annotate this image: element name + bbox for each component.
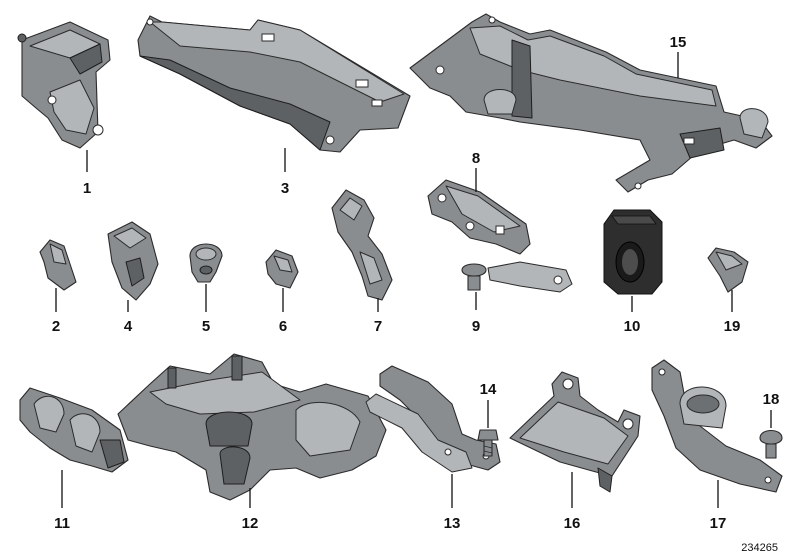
- diagram-reference-number: 234265: [741, 542, 778, 554]
- part-label-7: 7: [374, 318, 382, 335]
- part-3-bracket[interactable]: [137, 15, 411, 153]
- part-label-18: 18: [763, 391, 780, 408]
- part-label-9: 9: [472, 318, 480, 335]
- part-6-clip[interactable]: [265, 249, 299, 289]
- part-label-8: 8: [472, 150, 480, 167]
- part-2-clip[interactable]: [39, 239, 77, 291]
- part-17-strap[interactable]: [651, 359, 783, 493]
- part-label-19: 19: [724, 318, 741, 335]
- part-label-14: 14: [480, 381, 497, 398]
- part-18-screw[interactable]: [759, 429, 783, 459]
- part-5-clip[interactable]: [189, 243, 223, 283]
- part-label-13: 13: [444, 515, 461, 532]
- part-15-bracket[interactable]: [409, 13, 773, 193]
- part-11-holder[interactable]: [19, 387, 129, 473]
- part-8-bracket[interactable]: [427, 179, 531, 255]
- part-label-5: 5: [202, 318, 210, 335]
- part-13-strap[interactable]: [365, 365, 501, 473]
- part-4-clip[interactable]: [107, 221, 159, 301]
- part-label-10: 10: [624, 318, 641, 335]
- part-10-grommet[interactable]: [603, 209, 663, 295]
- part-19-clip[interactable]: [707, 247, 749, 293]
- part-label-15: 15: [670, 34, 687, 51]
- part-label-11: 11: [54, 515, 70, 532]
- part-16-bracket[interactable]: [509, 371, 641, 493]
- part-7-clip[interactable]: [331, 189, 393, 301]
- part-label-12: 12: [242, 515, 259, 532]
- part-14-bolt[interactable]: [477, 429, 499, 457]
- part-12-housing[interactable]: [117, 353, 387, 501]
- part-label-16: 16: [564, 515, 581, 532]
- part-9-strap-screw[interactable]: [461, 261, 573, 293]
- part-label-2: 2: [52, 318, 60, 335]
- part-label-4: 4: [124, 318, 133, 335]
- part-label-3: 3: [281, 180, 289, 197]
- part-label-17: 17: [710, 515, 727, 532]
- part-1-bracket[interactable]: [17, 21, 111, 149]
- part-label-6: 6: [279, 318, 287, 335]
- part-label-1: 1: [83, 180, 91, 197]
